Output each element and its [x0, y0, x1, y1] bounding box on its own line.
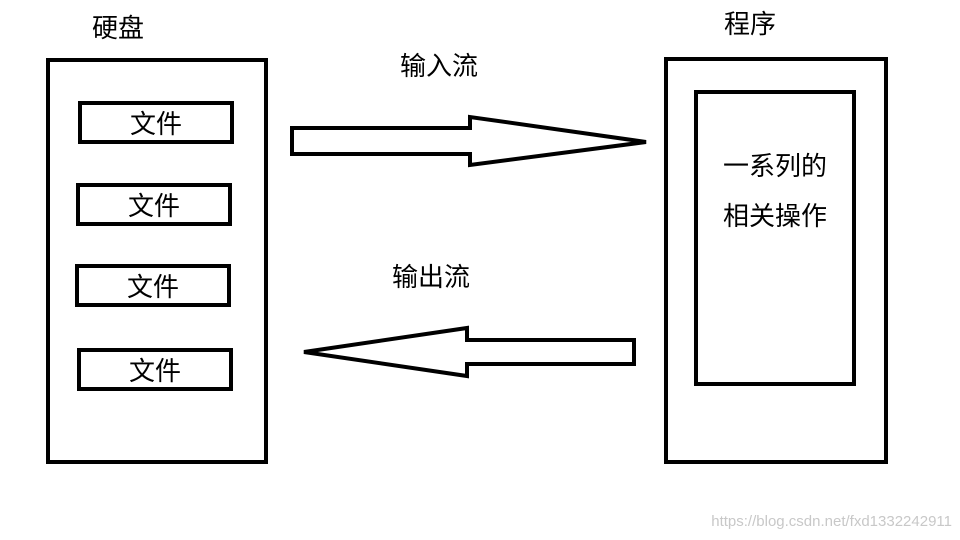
- file-label: 文件: [126, 273, 179, 303]
- file-label: 文件: [129, 110, 182, 140]
- file-label: 文件: [128, 357, 181, 387]
- output-flow-label: 输出流: [392, 263, 471, 293]
- file-box-1: 文件: [78, 101, 234, 144]
- input-arrow-icon: [290, 114, 647, 168]
- program-title: 程序: [724, 10, 777, 40]
- file-label: 文件: [127, 192, 180, 222]
- file-box-2: 文件: [76, 183, 232, 226]
- file-box-4: 文件: [77, 348, 233, 391]
- watermark-text: https://blog.csdn.net/fxd1332242911: [711, 513, 952, 530]
- input-flow-label: 输入流: [400, 52, 479, 82]
- operations-line-2: 相关操作: [722, 202, 827, 232]
- output-arrow-icon: [303, 325, 636, 379]
- operations-line-1: 一系列的: [722, 152, 827, 182]
- disk-title: 硬盘: [92, 14, 145, 44]
- file-box-3: 文件: [75, 264, 231, 307]
- operations-box: 一系列的 相关操作: [694, 90, 856, 386]
